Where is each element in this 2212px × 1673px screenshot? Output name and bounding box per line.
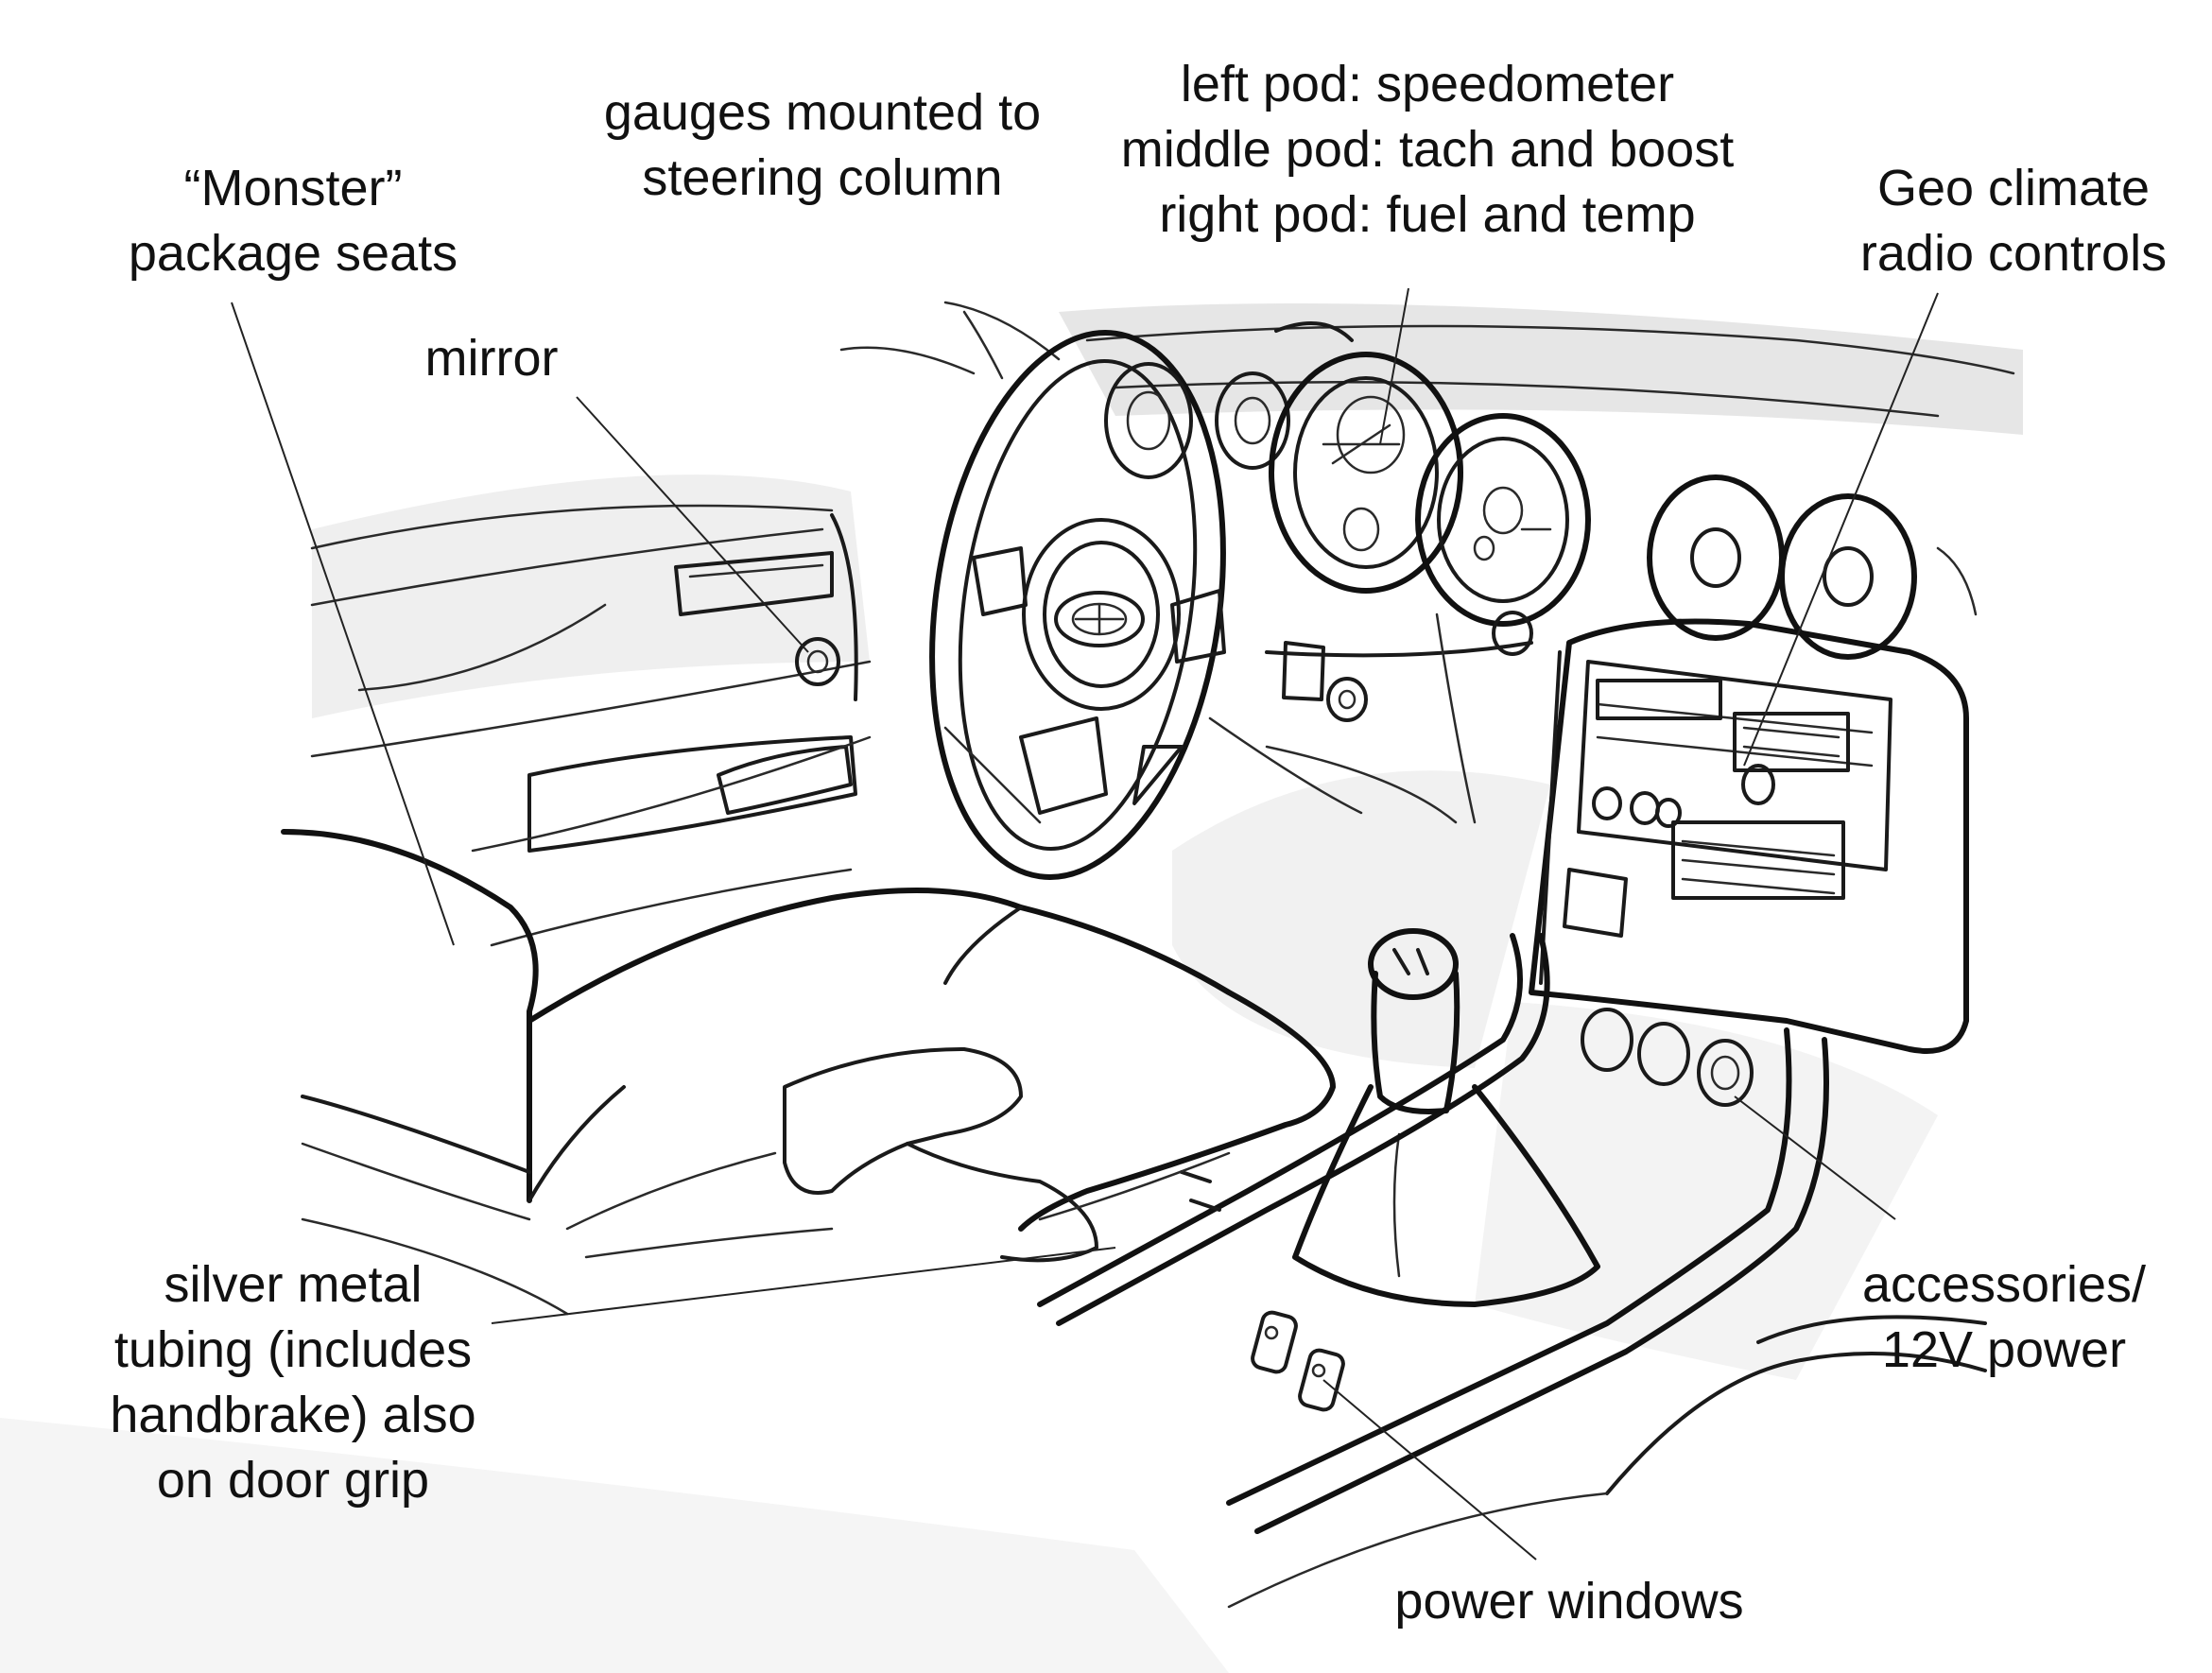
label-seats-line-1: “Monster” [183,160,403,216]
window-switch-left [1251,1310,1298,1374]
label-seats-line-2: package seats [128,225,458,283]
gear-shifter [1292,928,1600,1307]
console-socket-1 [1581,1008,1633,1072]
window-switch-right [1298,1348,1345,1412]
driver-seat [527,888,1336,1263]
label-pods-line-3: right pod: fuel and temp [1159,186,1696,244]
steering-wheel [929,330,1226,880]
speedometer-pod [1269,352,1463,594]
label-pods-line-1: left pod: speedometer [1180,56,1675,112]
right-seat [1227,1315,1987,1609]
leader-mirror [576,396,809,653]
steering-wheel-emblem [1054,591,1145,647]
passenger-seat [281,829,626,1316]
label-accessories-line-1: accessories/ [1861,1256,2147,1313]
label-gauges-line-1: gauges mounted to [603,84,1042,141]
leader-accessories [1734,1095,1896,1220]
label-tubing: silver metal tubing (includes handbrake)… [95,1252,492,1513]
leader-tubing [491,1247,1116,1324]
label-windows-line-1: power windows [1394,1573,1744,1630]
label-radio: Geo climate radio controls [1824,156,2203,286]
label-tubing-line-2: tubing (includes [113,1321,473,1379]
label-radio-line-2: radio controls [1859,225,2168,283]
ignition-switch [1326,677,1368,722]
console-switches [1251,1008,1754,1412]
dash-lower [1208,611,1533,824]
console-socket-2 [1637,1022,1690,1086]
vent-right [1779,493,1917,660]
label-mirror: mirror [397,326,586,391]
label-seats: “Monster” package seats [113,156,473,286]
label-tubing-line-1: silver metal [164,1256,423,1313]
instrument-pods [1269,321,1591,627]
leader-radio [1743,292,1939,767]
label-radio-line-1: Geo climate [1876,160,2151,216]
label-tubing-line-4: on door grip [156,1452,430,1509]
label-gauges-line-2: steering column [642,149,1003,207]
label-tubing-line-3: handbrake) also [110,1387,476,1444]
door-panel [310,504,872,947]
leader-seats [231,302,455,946]
leader-pods [1379,287,1409,445]
mirror-control-knob [795,637,840,686]
climate-knob [1741,764,1775,805]
label-accessories: accessories/ 12V power [1834,1252,2174,1383]
air-vents [1647,474,1978,660]
radio-unit [1671,820,1845,900]
shift-knob [1368,928,1459,1000]
label-pods-line-2: middle pod: tach and boost [1120,121,1735,179]
vent-left [1647,474,1785,641]
label-pods: left pod: speedometer middle pod: tach a… [1087,52,1768,248]
label-mirror-line-1: mirror [424,330,559,387]
leader-lines [231,287,1939,1561]
tach-boost-pod [1415,413,1591,627]
climate-controls [1733,712,1850,772]
column-gauges [1104,362,1290,479]
leader-windows [1322,1379,1537,1561]
shading [0,303,2023,1673]
center-stack [1529,618,1969,1054]
silver-tubing [1037,933,1829,1534]
power-outlet [1697,1039,1754,1107]
label-accessories-line-2: 12V power [1881,1321,2127,1379]
label-windows: power windows [1361,1569,1777,1634]
label-gauges-column: gauges mounted to steering column [586,80,1059,211]
